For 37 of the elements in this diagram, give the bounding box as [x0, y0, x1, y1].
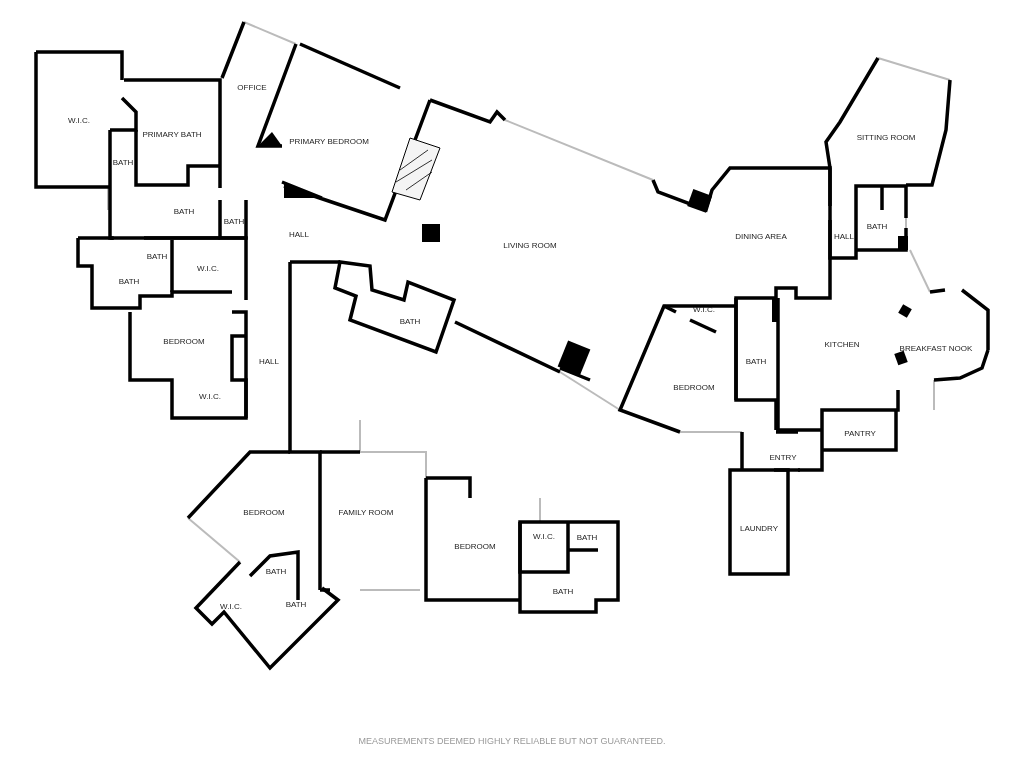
room-label: BATH: [866, 223, 888, 231]
room-label: BATH: [118, 278, 140, 286]
room-label: LAUNDRY: [739, 525, 779, 533]
room-label: W.I.C.: [68, 117, 90, 125]
room-label: BATH: [146, 253, 168, 261]
room-label: BEDROOM: [673, 384, 715, 392]
room-label: FAMILY ROOM: [338, 509, 394, 517]
room-label: BATH: [552, 588, 574, 596]
room-label: HALL: [834, 233, 854, 241]
disclaimer-note: MEASUREMENTS DEEMED HIGHLY RELIABLE BUT NOT GUARANTEED.: [358, 735, 666, 749]
room-label: KITCHEN: [824, 341, 860, 349]
room-label: BATH: [745, 358, 767, 366]
room-label: ENTRY: [769, 454, 797, 462]
room-label: W.I.C.: [197, 265, 219, 273]
room-label: BREAKFAST NOOK: [899, 345, 973, 353]
room-label: BATH: [265, 568, 287, 576]
room-label: BATH: [112, 159, 134, 167]
room-label: OFFICE: [237, 84, 267, 92]
room-label: W.I.C.: [199, 393, 221, 401]
room-label: PRIMARY BEDROOM: [289, 138, 369, 146]
room-label: BEDROOM: [454, 543, 496, 551]
room-label: BEDROOM: [243, 509, 285, 517]
room-label: SITTING ROOM: [856, 134, 916, 142]
room-label: W.I.C.: [533, 533, 555, 541]
room-label: DINING AREA: [735, 233, 787, 241]
room-label: BATH: [173, 208, 195, 216]
room-label: LIVING ROOM: [503, 242, 557, 250]
room-label: W.I.C.: [220, 603, 242, 611]
room-label: HALL: [259, 358, 279, 366]
room-label: BATH: [399, 318, 421, 326]
room-label: PANTRY: [844, 430, 876, 438]
room-label: PRIMARY BATH: [142, 131, 202, 139]
room-label: HALL: [289, 231, 309, 239]
room-label: BATH: [285, 601, 307, 609]
room-label: BATH: [223, 218, 245, 226]
room-label: BATH: [576, 534, 598, 542]
room-label: BEDROOM: [163, 338, 205, 346]
